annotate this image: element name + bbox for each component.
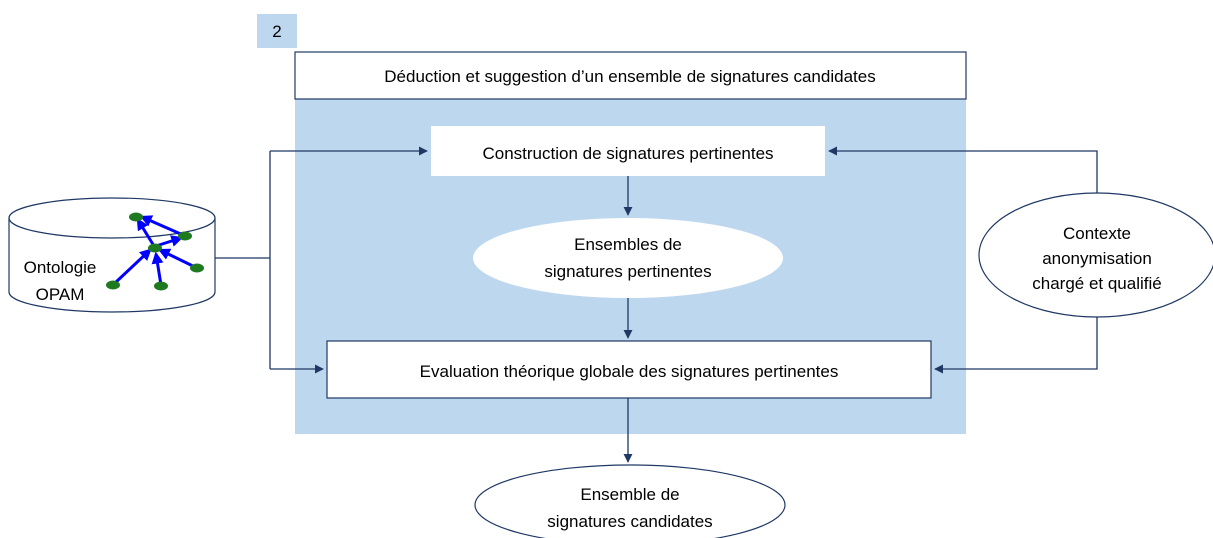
arrow-contexte-to-construction [828,146,1098,193]
evaluation-label: Evaluation théorique globale des signatu… [420,362,839,381]
ensembles-pertinentes-line1: Ensembles de [574,235,682,254]
contexte-line1: Contexte [1063,224,1131,243]
ensemble-candidates-line1: Ensemble de [580,485,679,504]
contexte-line2: anonymisation [1042,249,1152,268]
construction-label: Construction de signatures pertinentes [482,144,773,163]
arrow-contexte-to-evaluation [934,317,1098,374]
step-number: 2 [272,22,281,41]
ontology-line2: OPAM [36,285,85,304]
step-number-tab [257,14,297,48]
contexte-line3: chargé et qualifié [1032,274,1161,293]
ensemble-candidates-line2: signatures candidates [547,512,712,531]
ontology-graph-icon [106,212,204,291]
header-title: Déduction et suggestion d’un ensemble de… [384,67,875,86]
construction-box [431,126,825,176]
ensembles-pertinentes-line2: signatures pertinentes [544,262,711,281]
ensembles-pertinentes-ellipse [473,218,783,298]
evaluation-box [326,340,932,399]
ontology-line1: Ontologie [24,258,97,277]
header-box [294,51,967,100]
ensemble-candidates-ellipse [474,464,786,538]
